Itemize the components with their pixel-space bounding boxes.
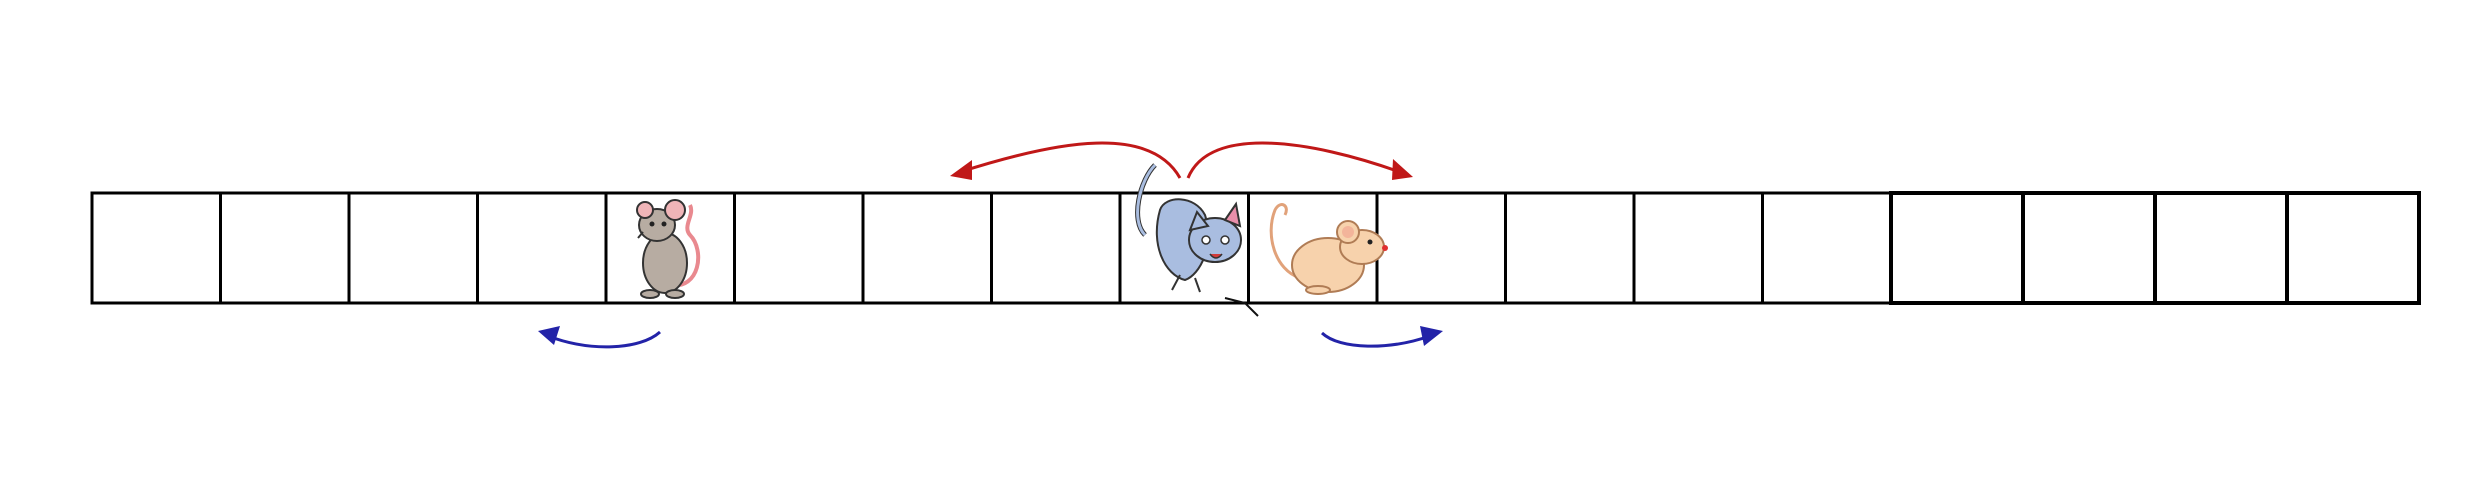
grid-cell (219, 191, 351, 305)
grid-cell (733, 191, 865, 305)
grid-cell (1375, 191, 1507, 305)
cat-icon (1135, 163, 1259, 317)
mouse-move-arrows (538, 326, 1443, 349)
grid-cell (1504, 191, 1636, 305)
cell-row (90, 191, 2421, 305)
grid-cell (990, 191, 1122, 305)
grid-cell (1889, 191, 2025, 305)
cat-jump-right-arrow (1186, 141, 1401, 179)
grid-cell (2285, 191, 2421, 305)
grid-cell (1632, 191, 1764, 305)
grid-cell (90, 191, 222, 305)
grid-cell (1761, 191, 1893, 305)
tan-mouse-move-right-arrowhead (1420, 326, 1443, 346)
tan-mouse-move-right-arrow (1320, 331, 1431, 348)
grid-cell (2021, 191, 2157, 305)
grid-cell (347, 191, 479, 305)
gray-mouse-move-left-arrow (547, 330, 662, 349)
cat-jump-left-arrow (959, 141, 1182, 179)
tan-mouse-icon (1269, 203, 1388, 295)
grid-cell (2153, 191, 2289, 305)
cat-jump-left-arrowhead (950, 160, 972, 180)
gray-mouse-icon (636, 199, 701, 299)
cat-jump-arrows (950, 141, 1413, 180)
cat-jump-right-arrowhead (1392, 159, 1413, 180)
gray-mouse-move-left-arrowhead (538, 326, 560, 345)
grid-cell (861, 191, 993, 305)
grid-cell (476, 191, 608, 305)
